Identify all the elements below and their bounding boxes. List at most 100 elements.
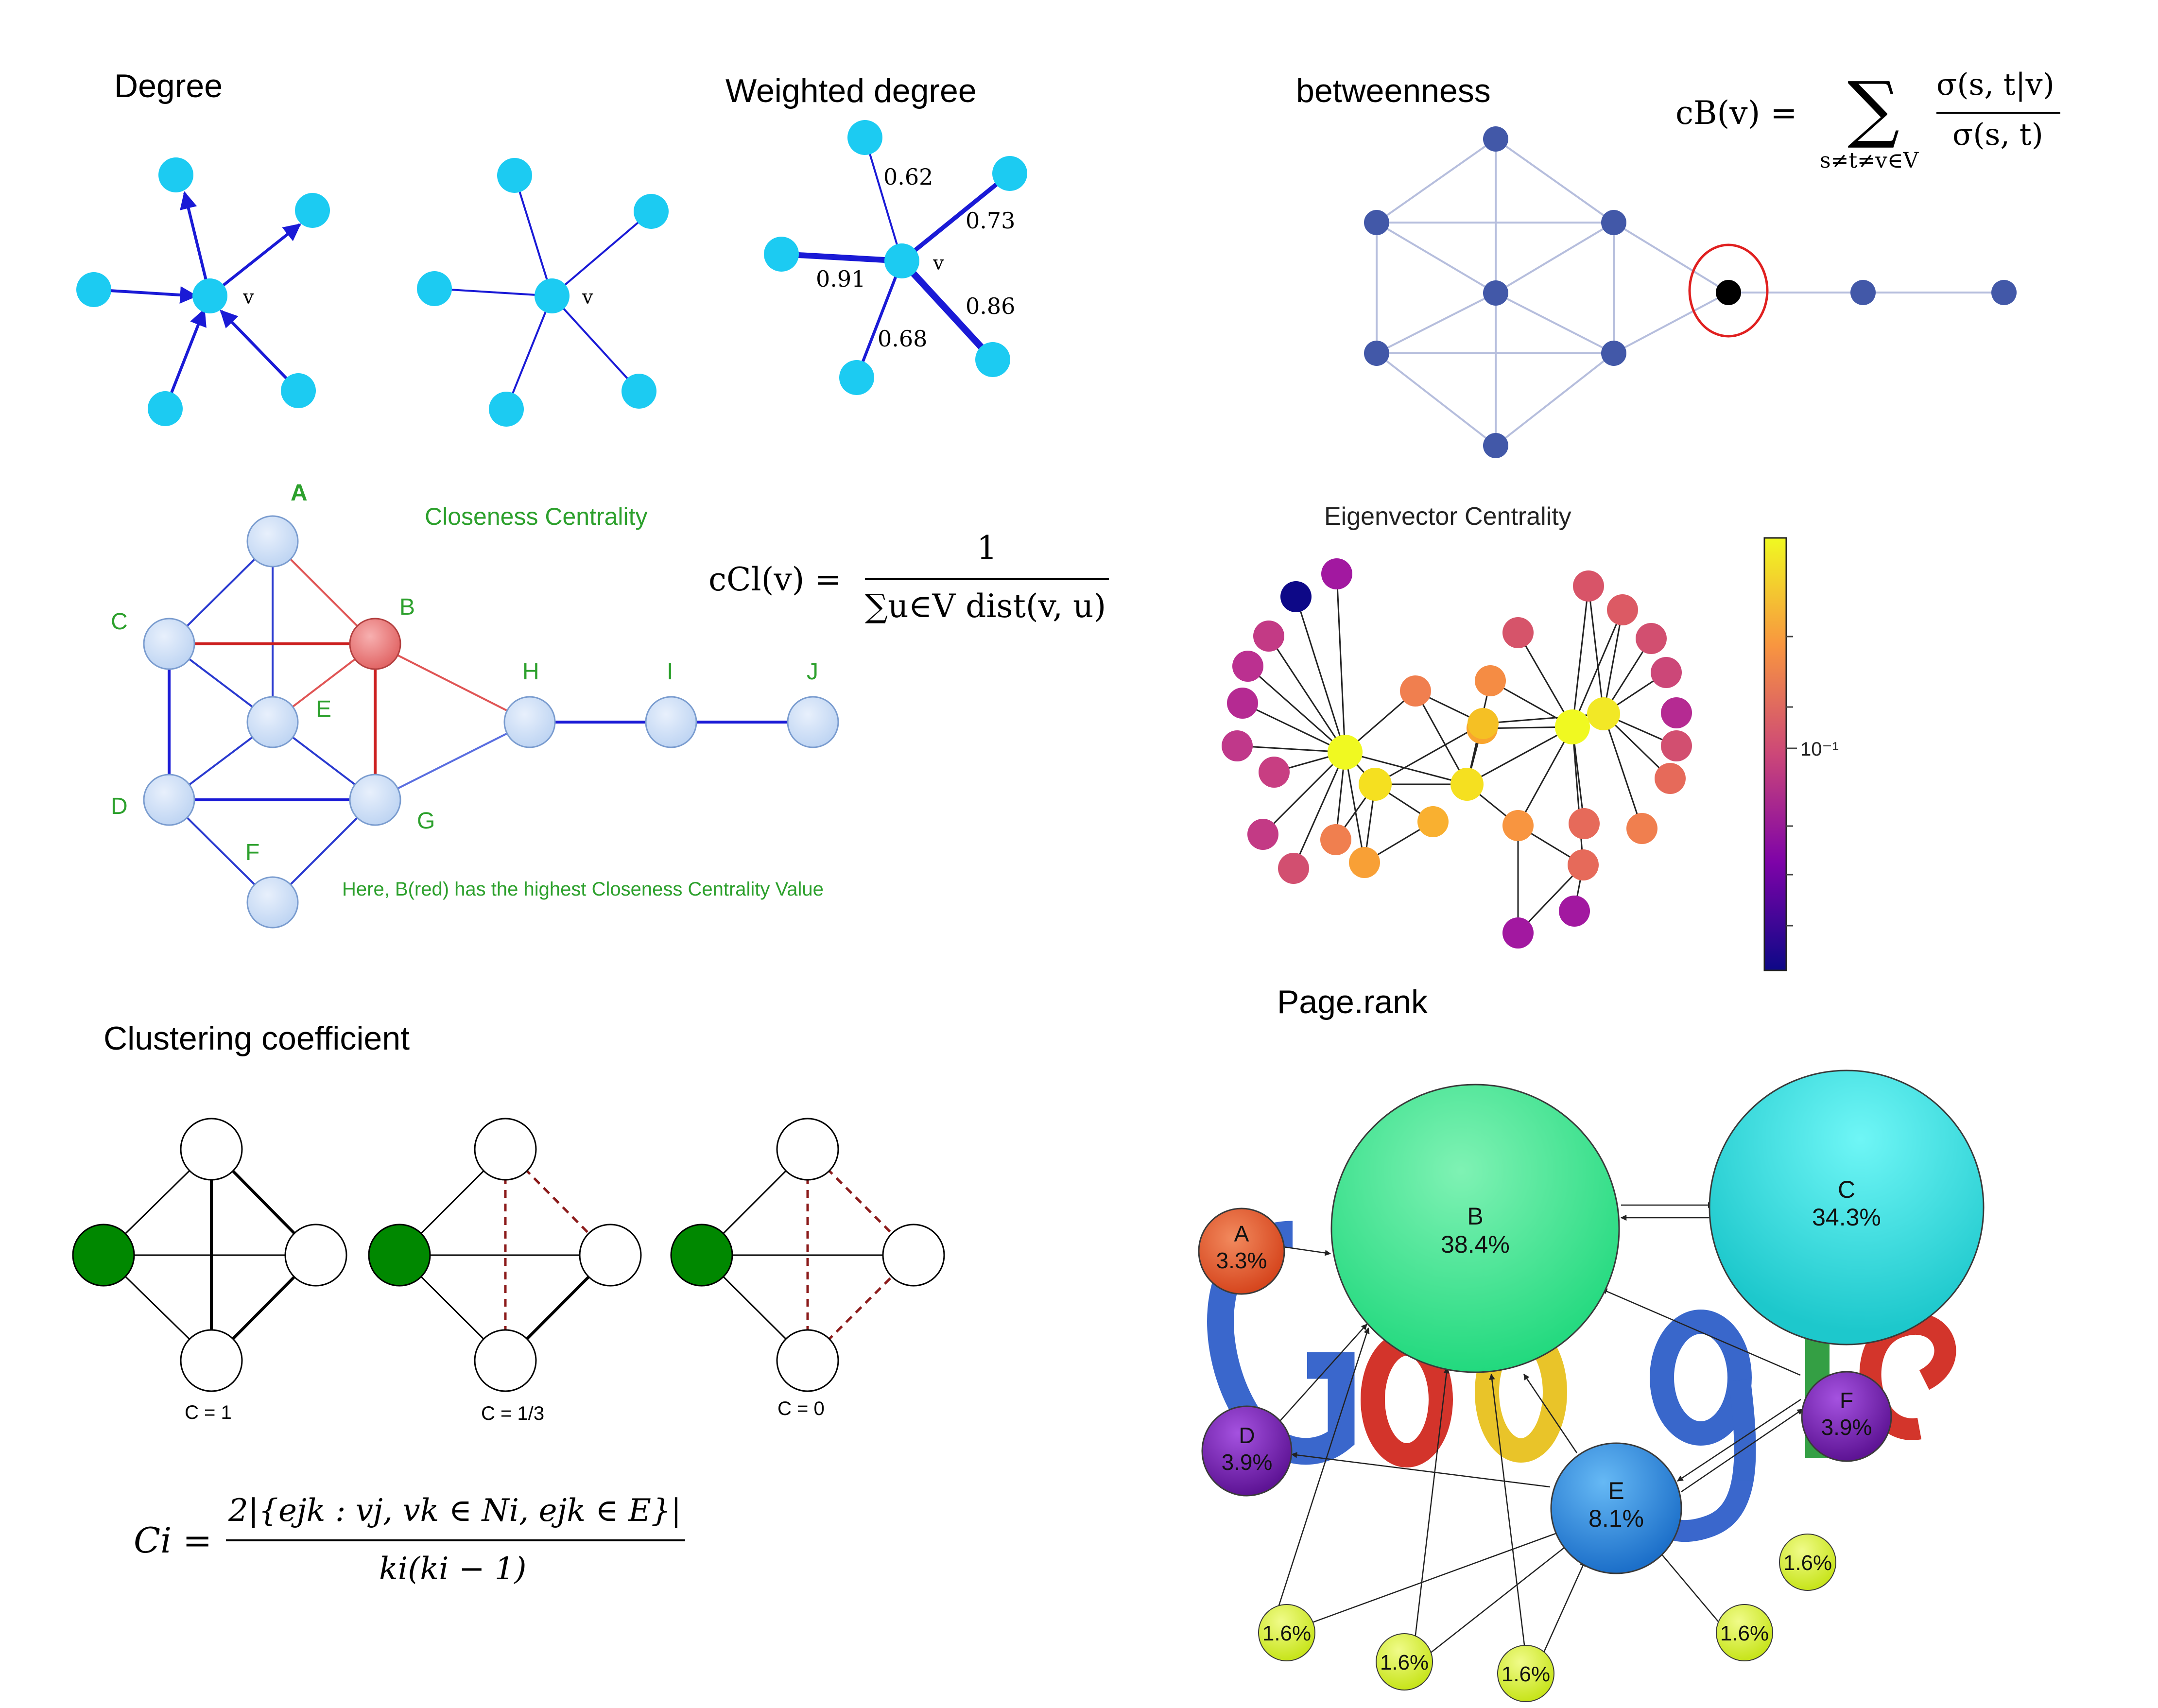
closeness-note: Here, B(red) has the highest Closeness C… xyxy=(342,879,824,900)
betweenness-node xyxy=(1850,280,1876,305)
eigen-node xyxy=(1661,730,1692,761)
clustering-title: Clustering coefficient xyxy=(104,1020,410,1057)
degree-node xyxy=(634,194,669,229)
eigen-node xyxy=(1626,813,1657,844)
eigen-node xyxy=(1502,810,1534,841)
eigen-node xyxy=(1247,819,1278,850)
degree-node xyxy=(158,157,193,192)
clustering-center-node xyxy=(671,1225,732,1286)
closeness-node-d xyxy=(144,775,194,825)
betweenness-node xyxy=(1364,210,1389,235)
closeness-label-g: G xyxy=(417,808,435,834)
pagerank-value-a: 3.3% xyxy=(1216,1248,1267,1273)
eigen-node xyxy=(1568,849,1599,880)
pagerank-label-b: B xyxy=(1467,1203,1483,1230)
clustering-label: C = 1/3 xyxy=(481,1403,544,1424)
degree-panel: Degree v v xyxy=(76,68,669,427)
betweenness-title: betweenness xyxy=(1296,72,1491,109)
weighted-center-node xyxy=(884,243,919,278)
degree-node xyxy=(489,392,524,427)
weighted-degree-title: Weighted degree xyxy=(725,72,977,109)
pagerank-value-e: 8.1% xyxy=(1588,1505,1644,1532)
eigen-node xyxy=(1559,896,1590,927)
eigen-node xyxy=(1328,735,1363,770)
closeness-node-c xyxy=(144,619,194,669)
closeness-node-g xyxy=(350,775,400,825)
eigen-node xyxy=(1400,675,1431,707)
eigen-node xyxy=(1661,697,1692,728)
eigen-node xyxy=(1450,768,1484,801)
eigen-node xyxy=(1359,768,1392,801)
betweenness-panel: betweenness cB(v) = ∑ s≠t≠v∈V σ(s, t|v) … xyxy=(1296,67,2060,458)
sum-subscript: s≠t≠v∈V xyxy=(1820,148,1919,173)
closeness-node-i xyxy=(646,697,696,747)
closeness-node-a xyxy=(247,516,298,567)
degree-center-node xyxy=(192,278,227,313)
clustering-label: C = 0 xyxy=(777,1398,825,1419)
closeness-label-d: D xyxy=(111,794,128,819)
eigen-node xyxy=(1222,730,1253,761)
pagerank-label-e: E xyxy=(1608,1477,1624,1504)
edge-weight-label: 0.62 xyxy=(883,164,933,190)
eigen-node xyxy=(1607,594,1638,625)
clustering-node xyxy=(580,1225,641,1286)
betweenness-node xyxy=(1483,126,1508,152)
clustering-node xyxy=(181,1119,242,1180)
fraction-denominator: ∑u∈V dist(v, u) xyxy=(865,587,1106,625)
betweenness-highlight-node xyxy=(1716,280,1741,305)
eigen-node xyxy=(1569,808,1600,839)
weighted-node xyxy=(847,120,882,155)
eigen-node xyxy=(1467,708,1499,739)
pagerank-panel: Page.rank xyxy=(1199,983,1984,1702)
fraction-numerator: 1 xyxy=(977,529,997,567)
formula-lhs: cB(v) = xyxy=(1675,94,1797,132)
eigen-node xyxy=(1555,709,1590,744)
formula-lhs: cCl(v) = xyxy=(708,561,842,598)
clustering-center-node xyxy=(73,1225,134,1286)
closeness-formula: cCl(v) = 1 ∑u∈V dist(v, u) xyxy=(708,529,1109,625)
clustering-node xyxy=(181,1330,242,1391)
degree-node xyxy=(148,391,183,426)
betweenness-node xyxy=(1483,280,1508,306)
pagerank-value-f: 3.9% xyxy=(1821,1415,1872,1440)
eigen-node xyxy=(1280,581,1312,612)
degree-node xyxy=(295,193,330,228)
eigen-node xyxy=(1502,917,1534,949)
pagerank-label-d: D xyxy=(1239,1423,1255,1448)
degree-node xyxy=(76,272,111,307)
formula-lhs: Ci = xyxy=(134,1520,212,1561)
pagerank-label-f: F xyxy=(1840,1388,1853,1413)
betweenness-node xyxy=(1991,280,2017,305)
eigen-node xyxy=(1417,806,1449,837)
eigen-node xyxy=(1253,621,1284,652)
eigen-node xyxy=(1349,847,1380,878)
eigen-node xyxy=(1655,763,1686,794)
eigen-node xyxy=(1573,570,1604,602)
weighted-node xyxy=(975,342,1010,377)
pagerank-small-value: 1.6% xyxy=(1783,1551,1832,1575)
clustering-node xyxy=(475,1330,536,1391)
eigen-node xyxy=(1587,697,1620,730)
pagerank-small-value: 1.6% xyxy=(1720,1622,1769,1645)
colorbar xyxy=(1764,538,1786,970)
closeness-label-i: I xyxy=(667,659,673,685)
closeness-label-f: F xyxy=(245,840,259,865)
eigen-node xyxy=(1475,665,1506,696)
clustering-panel: Clustering coefficient C = 1 C = 1/3 xyxy=(73,1020,944,1587)
edge-weight-label: 0.68 xyxy=(878,326,927,352)
eigenvector-panel: Eigenvector Centrality xyxy=(1222,502,1839,970)
pagerank-value-d: 3.9% xyxy=(1222,1449,1273,1475)
weighted-node-label: v xyxy=(932,252,944,275)
pagerank-small-value: 1.6% xyxy=(1502,1662,1550,1686)
degree-center-node xyxy=(535,278,570,313)
closeness-node-b xyxy=(350,619,400,669)
eigen-node xyxy=(1232,651,1263,682)
betweenness-formula: cB(v) = ∑ s≠t≠v∈V σ(s, t|v) σ(s, t) xyxy=(1675,67,2060,173)
eigen-node xyxy=(1259,757,1290,788)
closeness-label-h: H xyxy=(522,659,539,685)
degree-node xyxy=(622,374,656,409)
degree-node xyxy=(281,373,316,408)
colorbar-tick-label: 10⁻¹ xyxy=(1800,739,1839,760)
clustering-node xyxy=(475,1119,536,1180)
pagerank-value-b: 38.4% xyxy=(1441,1231,1510,1258)
